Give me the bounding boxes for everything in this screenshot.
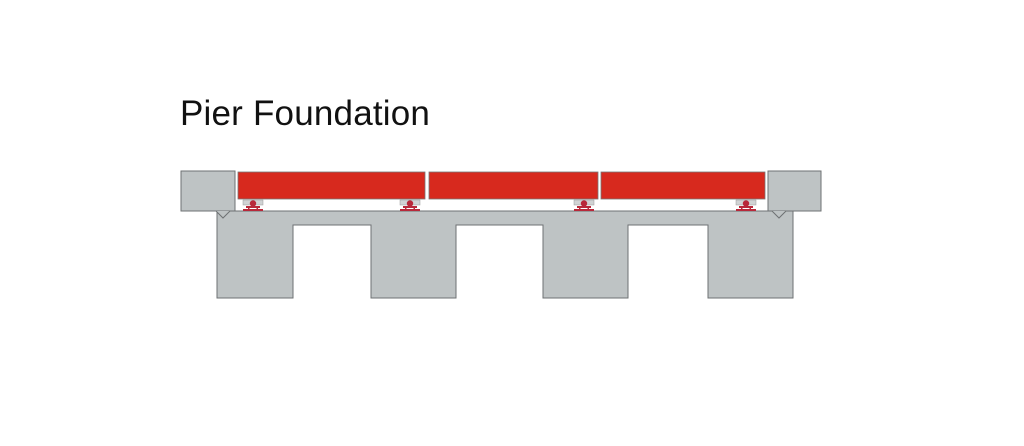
deck-span-2 (428, 171, 599, 200)
right-abutment-notch (771, 210, 787, 219)
bearing-4 (735, 199, 757, 211)
bearing-1 (242, 199, 264, 211)
right-abutment (767, 170, 822, 212)
bearing-3 (573, 199, 595, 211)
left-abutment (180, 170, 236, 212)
diagram-title: Pier Foundation (180, 94, 431, 133)
left-abutment-notch (215, 210, 231, 219)
bearing-2 (399, 199, 421, 211)
deck-span-3 (600, 171, 766, 200)
pier-foundation (216, 210, 794, 299)
deck-span-1 (237, 171, 426, 200)
